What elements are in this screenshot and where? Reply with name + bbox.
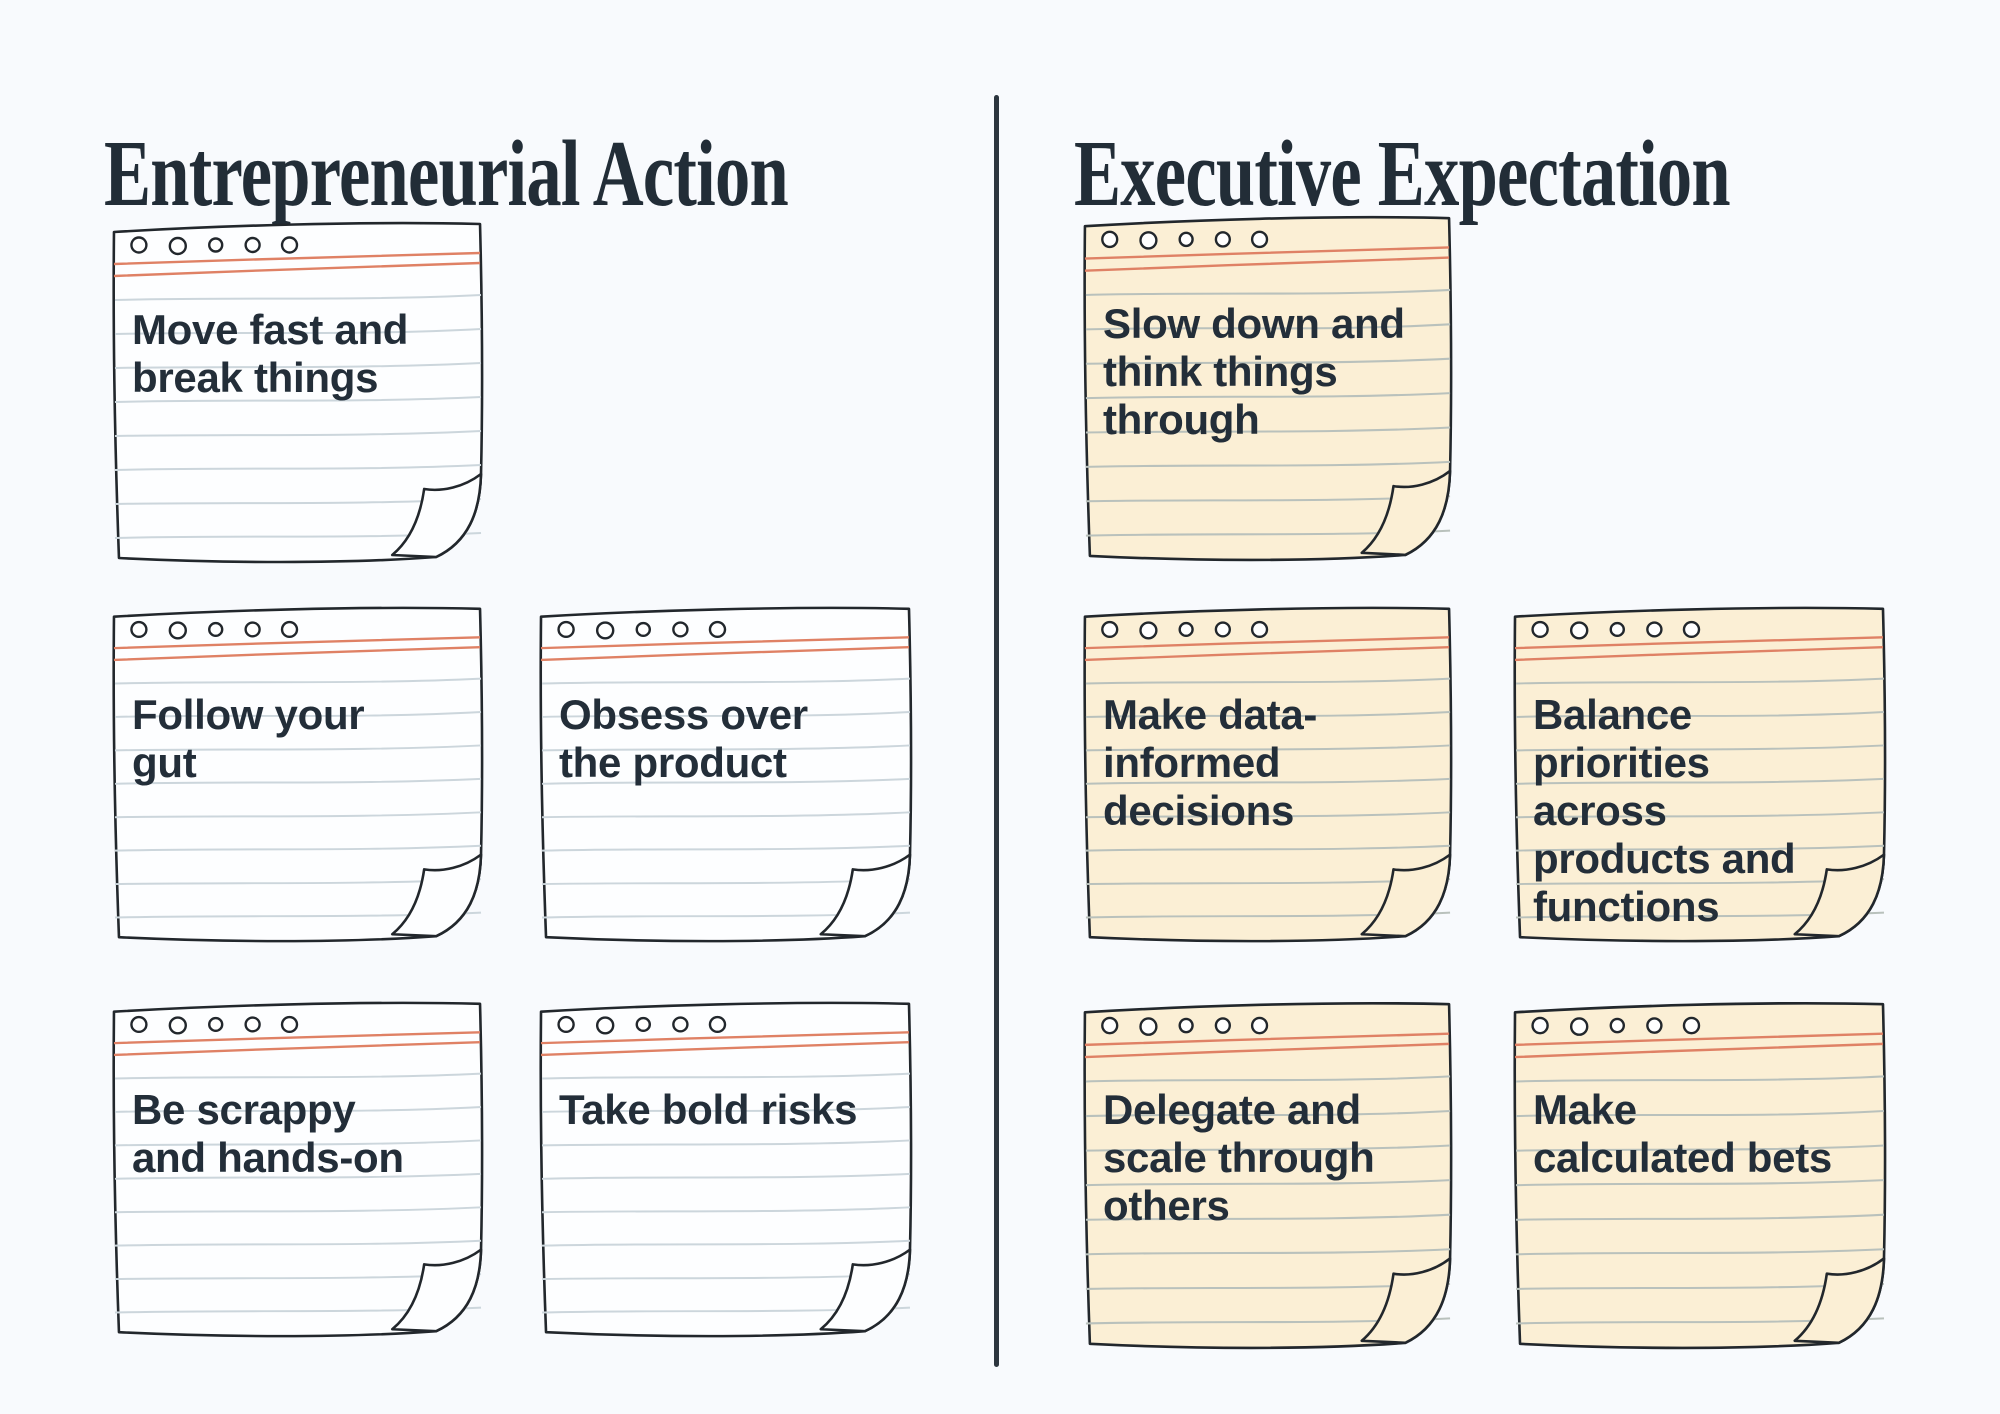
note-move-fast-and-break-things: Move fast and break things <box>105 212 489 568</box>
note-obsess-over-the-product: Obsess over the product <box>532 597 918 947</box>
note-be-scrappy-and-hands-on: Be scrappy and hands-on <box>105 992 489 1342</box>
right-column-title: Executive Expectation <box>1074 121 1731 226</box>
notepad-paper-icon <box>539 1001 913 1338</box>
note-text: Make data- informed decisions <box>1103 691 1318 834</box>
note-text: Take bold risks <box>559 1086 858 1133</box>
vertical-divider <box>994 95 999 1367</box>
note-text: Obsess over the product <box>559 691 808 786</box>
left-column-title: Entrepreneurial Action <box>104 121 789 226</box>
note-text: Move fast and break things <box>132 306 409 401</box>
note-take-bold-risks: Take bold risks <box>532 992 918 1342</box>
note-text: Slow down and think things through <box>1103 300 1405 443</box>
note-make-data-informed-decisions: Make data- informed decisions <box>1076 597 1458 947</box>
note-text: Follow your gut <box>132 691 365 786</box>
note-delegate-and-scale: Delegate and scale through others <box>1076 992 1458 1354</box>
note-make-calculated-bets: Make calculated bets <box>1506 992 1892 1354</box>
note-text: Make calculated bets <box>1533 1086 1832 1181</box>
note-text: Be scrappy and hands-on <box>132 1086 404 1181</box>
note-slow-down-and-think: Slow down and think things through <box>1076 206 1458 566</box>
note-follow-your-gut: Follow your gut <box>105 597 489 947</box>
note-text: Balance priorities across products and f… <box>1533 691 1796 930</box>
note-balance-priorities: Balance priorities across products and f… <box>1506 597 1892 947</box>
note-text: Delegate and scale through others <box>1103 1086 1375 1229</box>
